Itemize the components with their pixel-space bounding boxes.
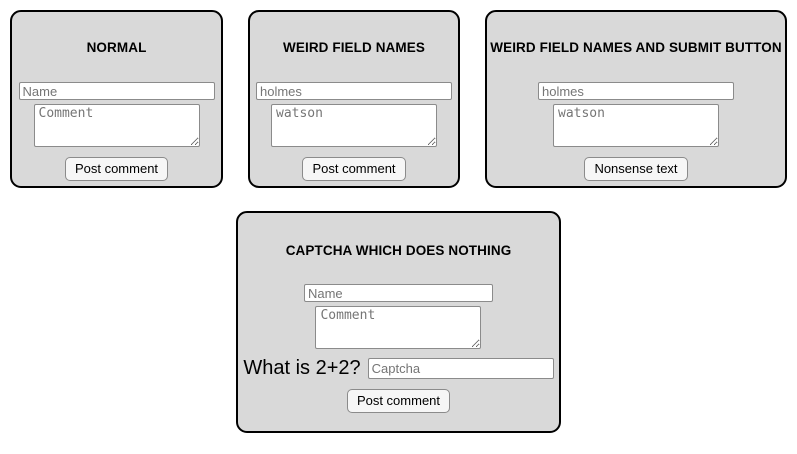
- form-card-captcha: CAPTCHA WHICH DOES NOTHING What is 2+2? …: [236, 211, 561, 433]
- post-comment-button[interactable]: Post comment: [302, 157, 406, 181]
- comment-textarea[interactable]: [553, 104, 719, 147]
- captcha-row: What is 2+2?: [243, 357, 554, 380]
- captcha-question-label: What is 2+2?: [243, 357, 361, 379]
- comment-textarea[interactable]: [33, 104, 200, 147]
- post-comment-button[interactable]: Post comment: [346, 389, 451, 413]
- post-comment-button[interactable]: Post comment: [64, 157, 169, 181]
- form-card-normal: NORMAL Post comment: [10, 10, 223, 188]
- name-input[interactable]: [538, 82, 734, 100]
- comment-textarea[interactable]: [271, 104, 437, 147]
- form-fields: What is 2+2? Post comment: [243, 284, 554, 413]
- comment-textarea[interactable]: [315, 306, 482, 349]
- form-fields: Post comment: [256, 82, 452, 181]
- form-fields: Post comment: [18, 82, 215, 181]
- card-title: CAPTCHA WHICH DOES NOTHING: [285, 243, 512, 258]
- name-input[interactable]: [256, 82, 452, 100]
- form-fields: Nonsense text: [538, 82, 734, 181]
- card-title: NORMAL: [86, 40, 147, 55]
- card-title: WEIRD FIELD NAMES: [283, 40, 425, 55]
- card-title: WEIRD FIELD NAMES AND SUBMIT BUTTON: [490, 40, 782, 55]
- top-row: NORMAL Post comment WEIRD FIELD NAMES Po…: [10, 10, 797, 188]
- form-card-weird-field-names: WEIRD FIELD NAMES Post comment: [248, 10, 460, 188]
- captcha-input[interactable]: [367, 358, 554, 379]
- nonsense-text-button[interactable]: Nonsense text: [584, 157, 688, 181]
- name-input[interactable]: [18, 82, 215, 100]
- form-card-weird-names-and-submit: WEIRD FIELD NAMES AND SUBMIT BUTTON Nons…: [485, 10, 787, 188]
- name-input[interactable]: [303, 284, 493, 302]
